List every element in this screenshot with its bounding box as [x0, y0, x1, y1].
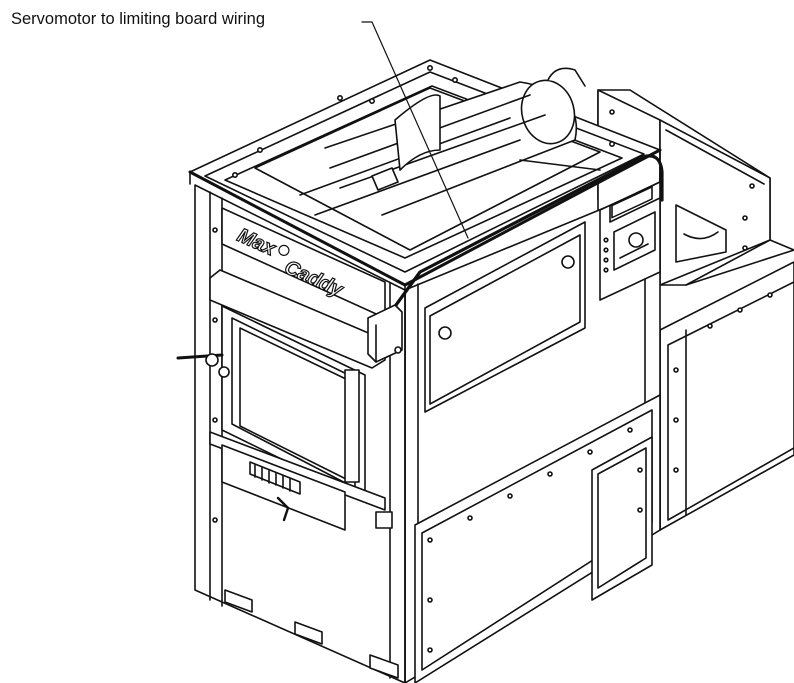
callout-leader — [361, 21, 469, 239]
side-cabinet — [659, 239, 794, 531]
callout-label: Servomotor to limiting board wiring — [11, 10, 266, 28]
servo-wiring — [394, 154, 664, 307]
servomotor-box — [367, 304, 403, 363]
side-panels — [212, 221, 661, 683]
control-module — [599, 181, 661, 301]
furnace-door — [176, 207, 393, 531]
inner-hopper — [254, 67, 601, 251]
